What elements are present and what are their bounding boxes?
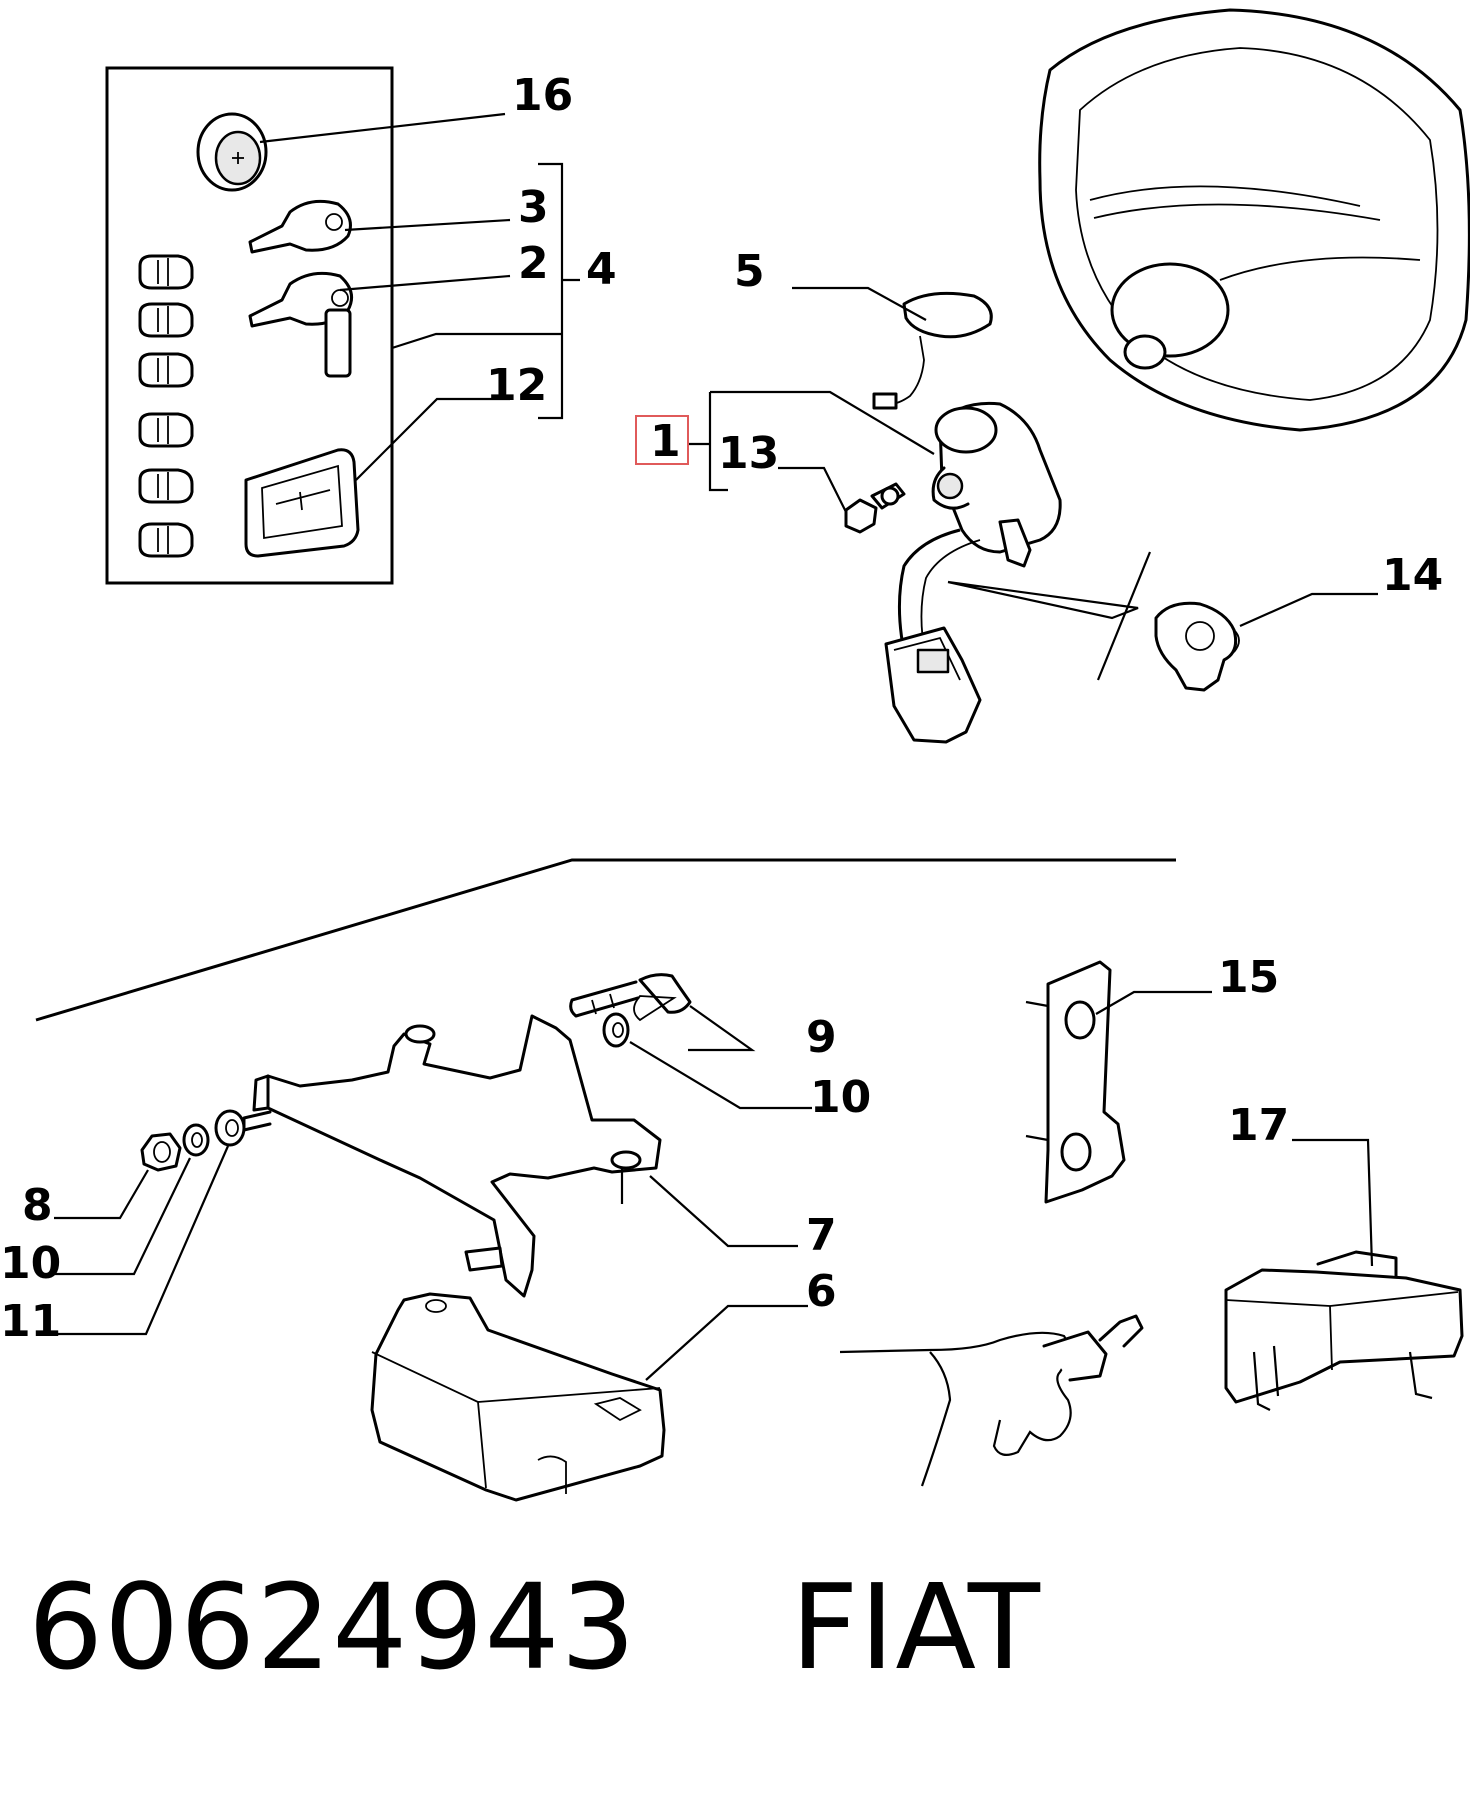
hand-with-key	[839, 1314, 1144, 1487]
callout-13[interactable]: 13	[718, 428, 779, 479]
steering-wheel	[1038, 8, 1470, 432]
part-caption: 60624943 FIAT	[28, 1568, 1041, 1686]
control-unit-6-part[interactable]	[370, 1292, 666, 1502]
key-3-part[interactable]	[248, 199, 352, 254]
dashboard-edge	[35, 858, 1176, 1022]
callout-4[interactable]: 4	[586, 244, 617, 295]
callout-16[interactable]: 16	[512, 70, 573, 121]
screw-13-part[interactable]	[844, 482, 906, 534]
callout-2[interactable]: 2	[518, 238, 549, 289]
bracket-plate-part[interactable]	[242, 1014, 662, 1298]
lock-cap-part[interactable]	[196, 112, 268, 192]
lock-kit-box	[105, 66, 394, 585]
callout-5[interactable]: 5	[734, 246, 765, 297]
group-bracket-1	[688, 390, 935, 513]
callout-1[interactable]: 1	[650, 416, 681, 467]
callout-15[interactable]: 15	[1218, 952, 1279, 1003]
clip-14-part[interactable]	[1154, 601, 1240, 692]
receiver-17-part[interactable]	[1224, 1250, 1464, 1411]
kit-bracket	[391, 162, 580, 420]
callout-9[interactable]: 9	[806, 1012, 837, 1063]
part-number: 60624943	[28, 1558, 637, 1696]
spring-washer-10-part[interactable]	[182, 1123, 210, 1157]
brand-name: FIAT	[790, 1558, 1041, 1696]
callout-17[interactable]: 17	[1228, 1100, 1289, 1151]
nut-8-part[interactable]	[140, 1132, 182, 1172]
callout-10-lower[interactable]: 10	[0, 1238, 61, 1289]
code-card-part[interactable]	[244, 448, 360, 558]
lock-cylinders[interactable]	[138, 254, 194, 558]
highlight-box-1	[635, 415, 689, 465]
bolt-9-part[interactable]	[569, 973, 692, 1022]
key-2-part[interactable]	[248, 271, 354, 378]
callout-6[interactable]: 6	[806, 1266, 837, 1317]
ignition-switch-part[interactable]	[884, 401, 1062, 744]
callout-10-upper[interactable]: 10	[810, 1072, 871, 1123]
cover-ring-part[interactable]	[872, 291, 993, 410]
bracket-15-part[interactable]	[1025, 960, 1126, 1204]
washer-10-upper-part[interactable]	[602, 1012, 630, 1048]
callout-11[interactable]: 11	[0, 1296, 61, 1347]
callout-7[interactable]: 7	[806, 1210, 837, 1261]
callout-14[interactable]: 14	[1382, 550, 1443, 601]
callout-3[interactable]: 3	[518, 182, 549, 233]
callout-8[interactable]: 8	[22, 1180, 53, 1231]
callout-12[interactable]: 12	[486, 360, 547, 411]
washer-11-part[interactable]	[214, 1109, 246, 1147]
